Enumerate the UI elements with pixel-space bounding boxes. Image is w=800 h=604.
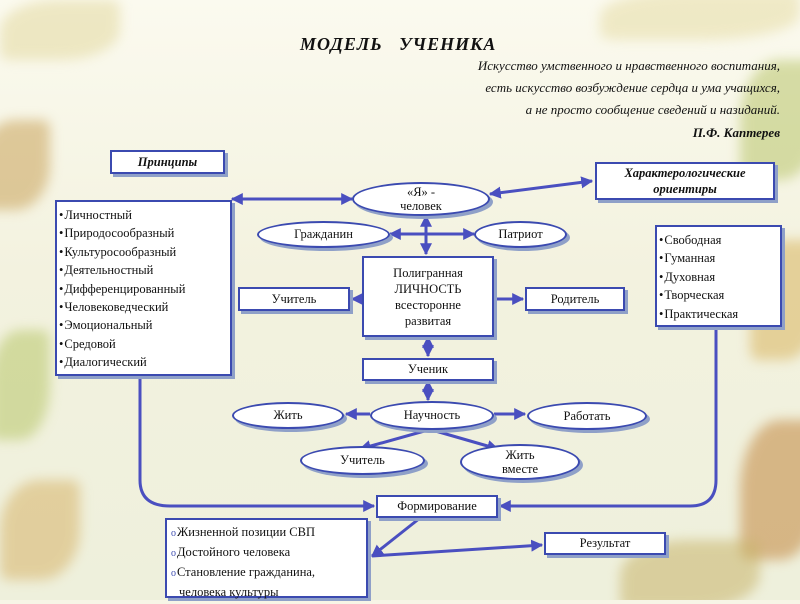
live-together-node: Жить вместе [460,444,580,480]
parent-label: Родитель [550,291,600,306]
student-box: Ученик [362,358,494,381]
epigraph-author: П.Ф. Каптерев [692,125,780,140]
formation-item: oСтановление гражданина, [171,565,316,579]
personality-line-2: ЛИЧНОСТЬ [394,281,462,296]
orientation-item: Практическая [659,305,776,323]
result-box: Результат [544,532,666,555]
orientations-list: Свободная Гуманная Духовная Творческая П… [657,227,780,327]
orientations-header-line-1: Характерологические [624,166,746,180]
orientation-item: Духовная [659,268,776,286]
epigraph-line-1: Искусство умственного и нравственного во… [477,58,780,73]
principle-item: Средовой [59,335,226,353]
principles-list: Личностный Природосообразный Культуросоо… [57,202,230,376]
ya-human-node: «Я» - человек [352,182,490,216]
result-label: Результат [579,536,631,550]
principles-header-label: Принципы [137,154,198,169]
formation-box: Формирование [376,495,498,518]
personality-box: Полигранная ЛИЧНОСТЬ всесторонне развита… [362,256,494,337]
ya-human-line-2: человек [400,199,442,213]
principle-item: Личностный [59,206,226,224]
orientations-header: Характерологические ориентиры [595,162,775,200]
formation-list: oЖизненной позиции СВП oДостойного челов… [167,520,366,604]
formation-item: человека культуры [179,585,279,599]
teacher-2-label: Учитель [340,453,385,468]
personality-line-1: Полигранная [393,265,463,280]
epigraph-line-2: есть искусство возбуждение сердца и ума … [485,80,780,95]
patriot-node: Патриот [474,221,567,248]
formation-item: oДостойного человека [171,545,291,559]
teacher-box: Учитель [238,287,350,311]
principle-item: Природосообразный [59,224,226,242]
principle-item: Эмоциональный [59,316,226,334]
student-label: Ученик [407,362,449,376]
principles-list-box: Личностный Природосообразный Культуросоо… [55,200,232,376]
work-label: Работать [563,408,611,423]
teacher-node-2: Учитель [300,446,425,475]
personality-line-3: всесторонне [395,297,461,312]
principle-item: Деятельностный [59,261,226,279]
personality-line-4: развитая [404,313,452,328]
formation-item: oЖизненной позиции СВП [171,525,315,539]
principle-item: Диалогический [59,353,226,371]
orientation-item: Гуманная [659,249,776,267]
orientations-list-box: Свободная Гуманная Духовная Творческая П… [655,225,782,327]
scientific-label: Научность [403,408,461,423]
principle-item: Человековедческий [59,298,226,316]
live-label: Жить [273,408,303,423]
teacher-label: Учитель [271,291,317,306]
principle-item: Культуросообразный [59,243,226,261]
live-together-line-2: вместе [501,462,539,476]
formation-label: Формирование [397,499,477,513]
parent-box: Родитель [525,287,625,311]
live-node: Жить [232,402,344,429]
orientation-item: Свободная [659,231,776,249]
formation-list-box: oЖизненной позиции СВП oДостойного челов… [165,518,368,599]
orientations-header-line-2: ориентиры [653,182,717,196]
citizen-label: Гражданин [294,227,353,242]
orientation-item: Творческая [659,286,776,304]
principles-header: Принципы [110,150,225,174]
page-title: МОДЕЛЬ УЧЕНИКА [300,34,497,54]
work-node: Работать [527,402,647,430]
ya-human-line-1: «Я» - [406,184,436,199]
live-together-line-1: Жить [505,447,535,462]
scientific-node: Научность [370,401,494,430]
citizen-node: Гражданин [257,221,390,248]
epigraph-line-3: а не просто сообщение сведений и назидан… [525,102,780,117]
principle-item: Дифференцированный [59,280,226,298]
patriot-label: Патриот [498,227,543,242]
